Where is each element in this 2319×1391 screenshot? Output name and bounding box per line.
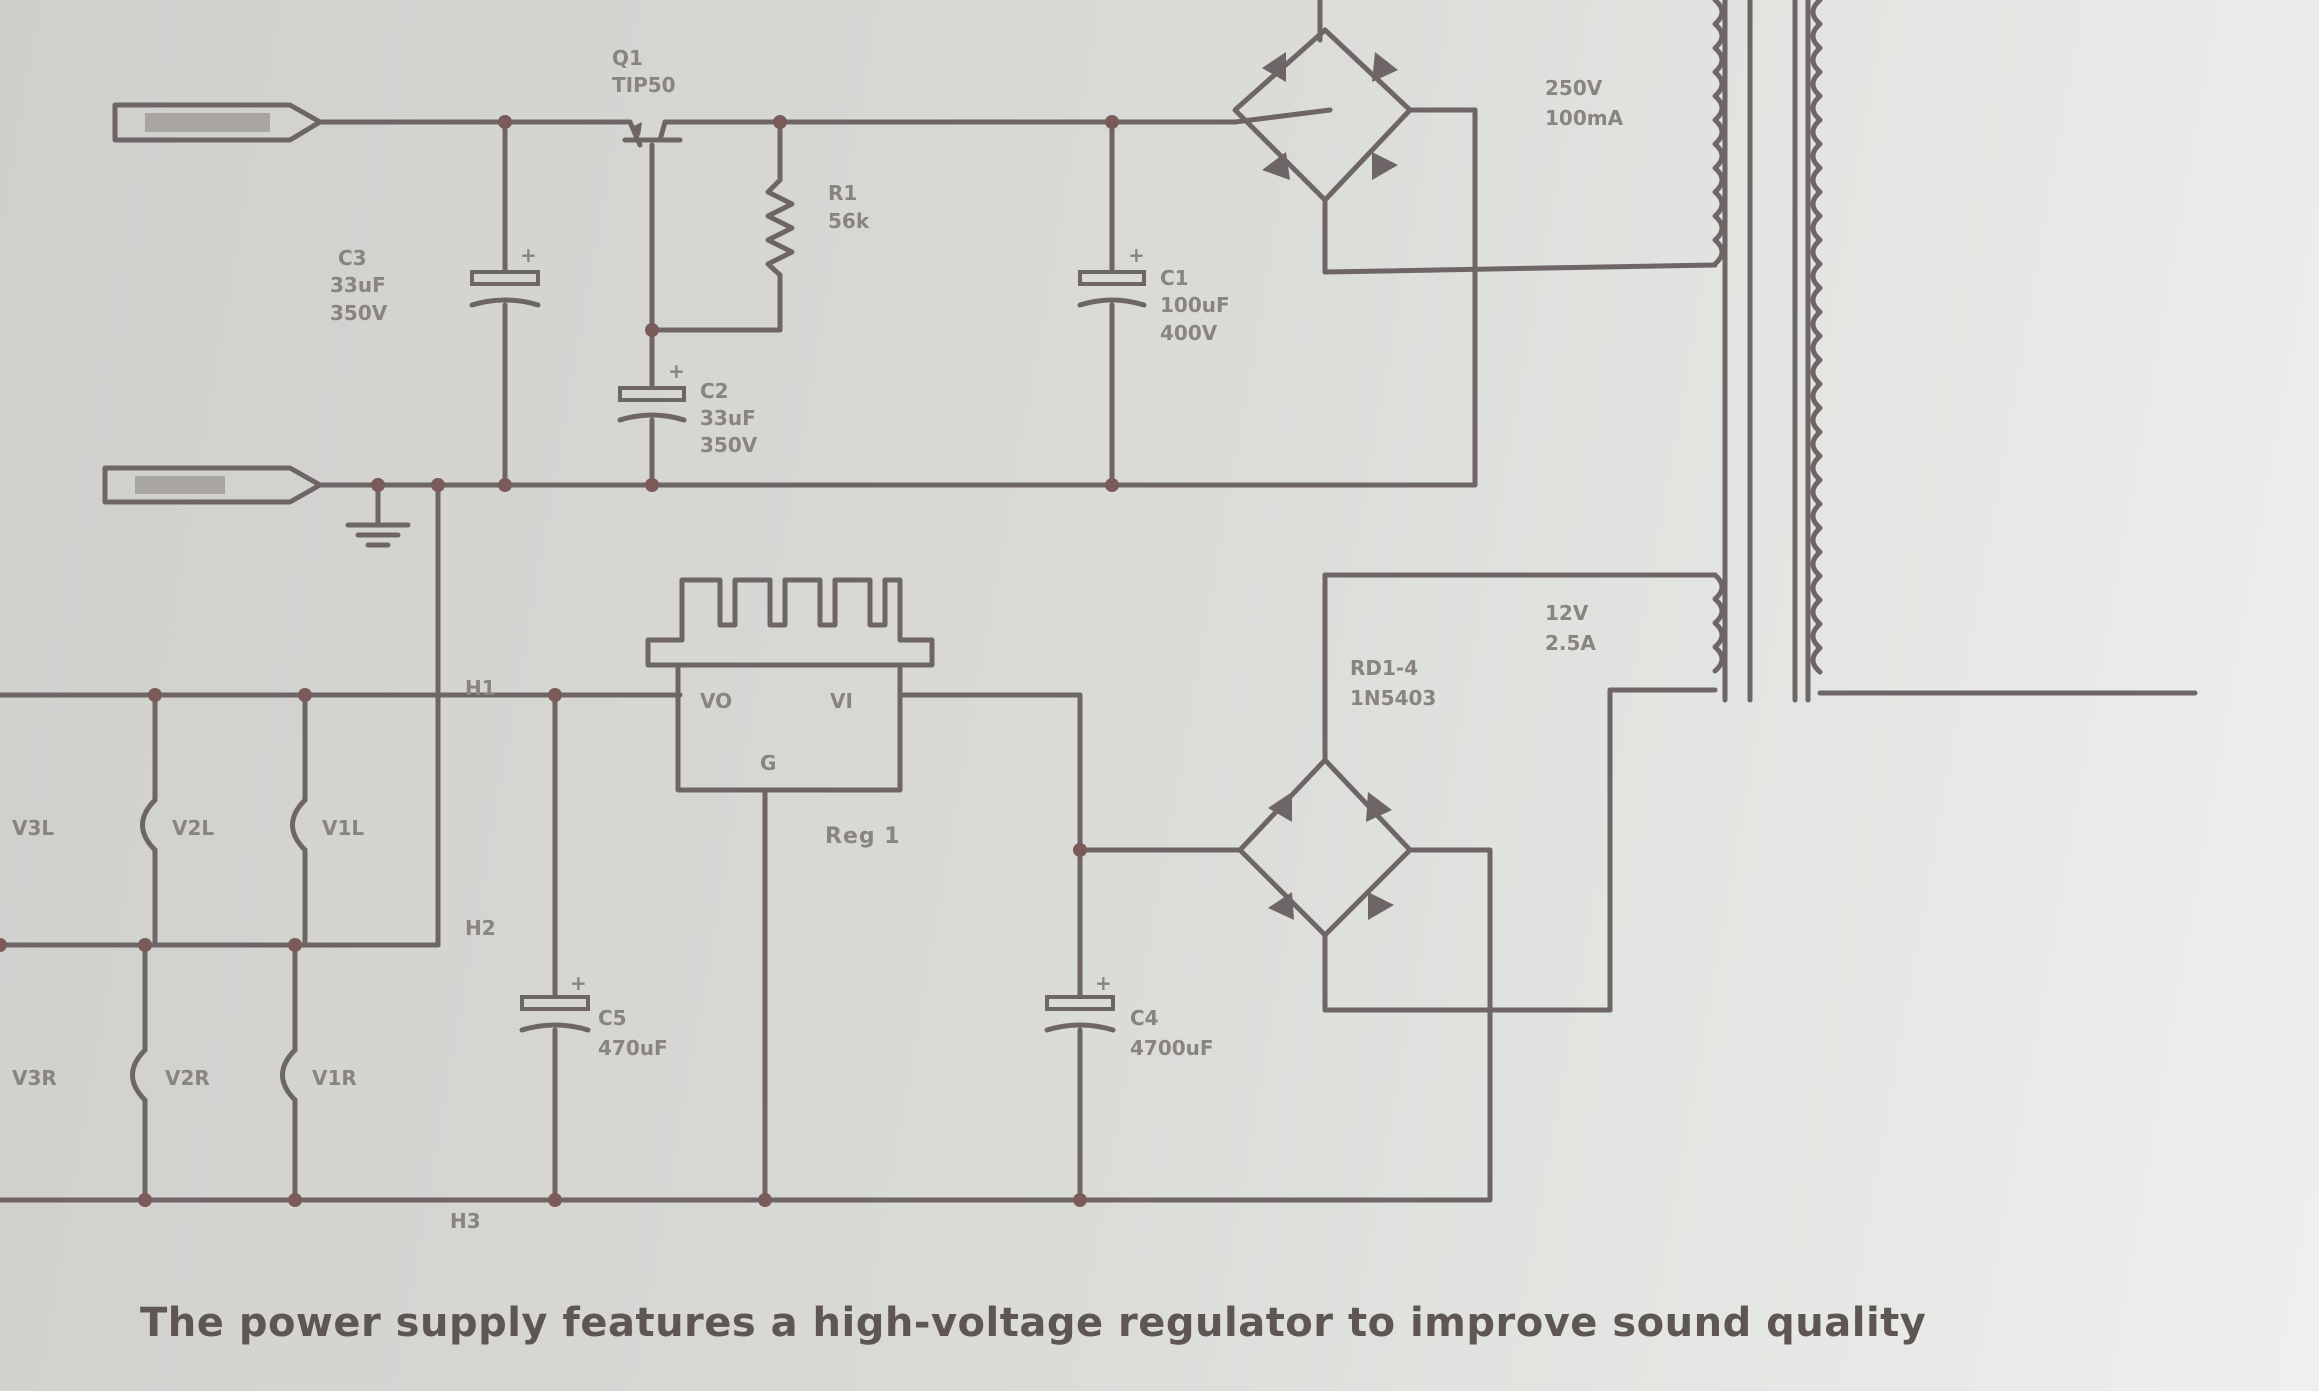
c5-ref: C5 bbox=[598, 1006, 627, 1030]
c3-value: 33uF bbox=[330, 273, 386, 297]
svg-text:+: + bbox=[1095, 971, 1112, 995]
q1-ref: Q1 bbox=[612, 46, 643, 70]
hv-winding-voltage: 250V bbox=[1545, 76, 1603, 100]
h3-label: H3 bbox=[450, 1209, 481, 1233]
ground-terminal bbox=[102, 465, 323, 505]
c1-voltage: 400V bbox=[1160, 321, 1218, 345]
reg1-pin-vo: VO bbox=[700, 689, 732, 713]
resistor-r1: R1 56k bbox=[765, 177, 870, 278]
v1l-label: V1L bbox=[322, 816, 364, 840]
capacitor-c5: + C5 470uF bbox=[519, 971, 668, 1060]
c2-ref: C2 bbox=[700, 379, 729, 403]
reg1-ref: Reg 1 bbox=[825, 824, 901, 849]
terminal-label-blurred bbox=[145, 113, 270, 132]
v3l-label: V3L bbox=[12, 816, 54, 840]
capacitor-c1: + C1 100uF 400V bbox=[1077, 243, 1230, 345]
lv-wiring bbox=[0, 572, 1718, 1203]
lv-winding-current: 2.5A bbox=[1545, 631, 1596, 655]
v1r-label: V1R bbox=[312, 1066, 357, 1090]
heater-labels: H1 H2 H3 V3L V2L V1L V3R V2R V1R bbox=[12, 676, 496, 1233]
transistor-q1: Q1 TIP50 bbox=[612, 46, 683, 148]
bridge-rectifier-hv bbox=[1232, 27, 1413, 203]
capacitor-c3: + C3 33uF 350V bbox=[330, 243, 541, 325]
svg-text:+: + bbox=[570, 971, 587, 995]
r1-value: 56k bbox=[828, 209, 870, 233]
voltage-regulator-reg1: VO VI G Reg 1 bbox=[645, 577, 935, 849]
hv-winding-current: 100mA bbox=[1545, 106, 1624, 130]
lv-junction-dots bbox=[0, 688, 1087, 1207]
ground-icon bbox=[345, 522, 411, 548]
svg-text:+: + bbox=[668, 359, 685, 383]
c4-ref: C4 bbox=[1130, 1006, 1159, 1030]
svg-text:+: + bbox=[520, 243, 537, 267]
c5-value: 470uF bbox=[598, 1036, 668, 1060]
heater-filaments bbox=[130, 797, 308, 1103]
v2r-label: V2R bbox=[165, 1066, 210, 1090]
c3-voltage: 350V bbox=[330, 301, 388, 325]
lv-winding-voltage: 12V bbox=[1545, 601, 1589, 625]
reg1-pin-vi: VI bbox=[830, 689, 853, 713]
hv-junction-dots bbox=[371, 115, 1119, 492]
c2-voltage: 350V bbox=[700, 433, 758, 457]
c4-value: 4700uF bbox=[1130, 1036, 1214, 1060]
terminal-label-blurred bbox=[135, 476, 225, 494]
v3r-label: V3R bbox=[12, 1066, 57, 1090]
rd-ref: RD1-4 bbox=[1350, 656, 1418, 680]
v2l-label: V2L bbox=[172, 816, 214, 840]
c2-value: 33uF bbox=[700, 406, 756, 430]
transformer: 250V 100mA 12V 2.5A bbox=[1545, 0, 2198, 703]
c1-value: 100uF bbox=[1160, 293, 1230, 317]
hv-output-terminal bbox=[112, 102, 323, 143]
h2-label: H2 bbox=[465, 916, 496, 940]
q1-value: TIP50 bbox=[612, 73, 676, 97]
r1-ref: R1 bbox=[828, 181, 857, 205]
reg1-pin-g: G bbox=[760, 751, 776, 775]
bridge-rectifier-lv: RD1-4 1N5403 bbox=[1237, 656, 1436, 938]
figure-caption: The power supply features a high-voltage… bbox=[140, 1300, 1927, 1346]
capacitor-c2: + C2 33uF 350V bbox=[617, 359, 758, 457]
c3-ref: C3 bbox=[338, 246, 367, 270]
capacitor-c4: + C4 4700uF bbox=[1044, 971, 1214, 1060]
h1-label: H1 bbox=[465, 676, 496, 700]
svg-text:+: + bbox=[1128, 243, 1145, 267]
c1-ref: C1 bbox=[1160, 266, 1189, 290]
rd-value: 1N5403 bbox=[1350, 686, 1436, 710]
hv-wiring bbox=[317, 0, 1718, 948]
